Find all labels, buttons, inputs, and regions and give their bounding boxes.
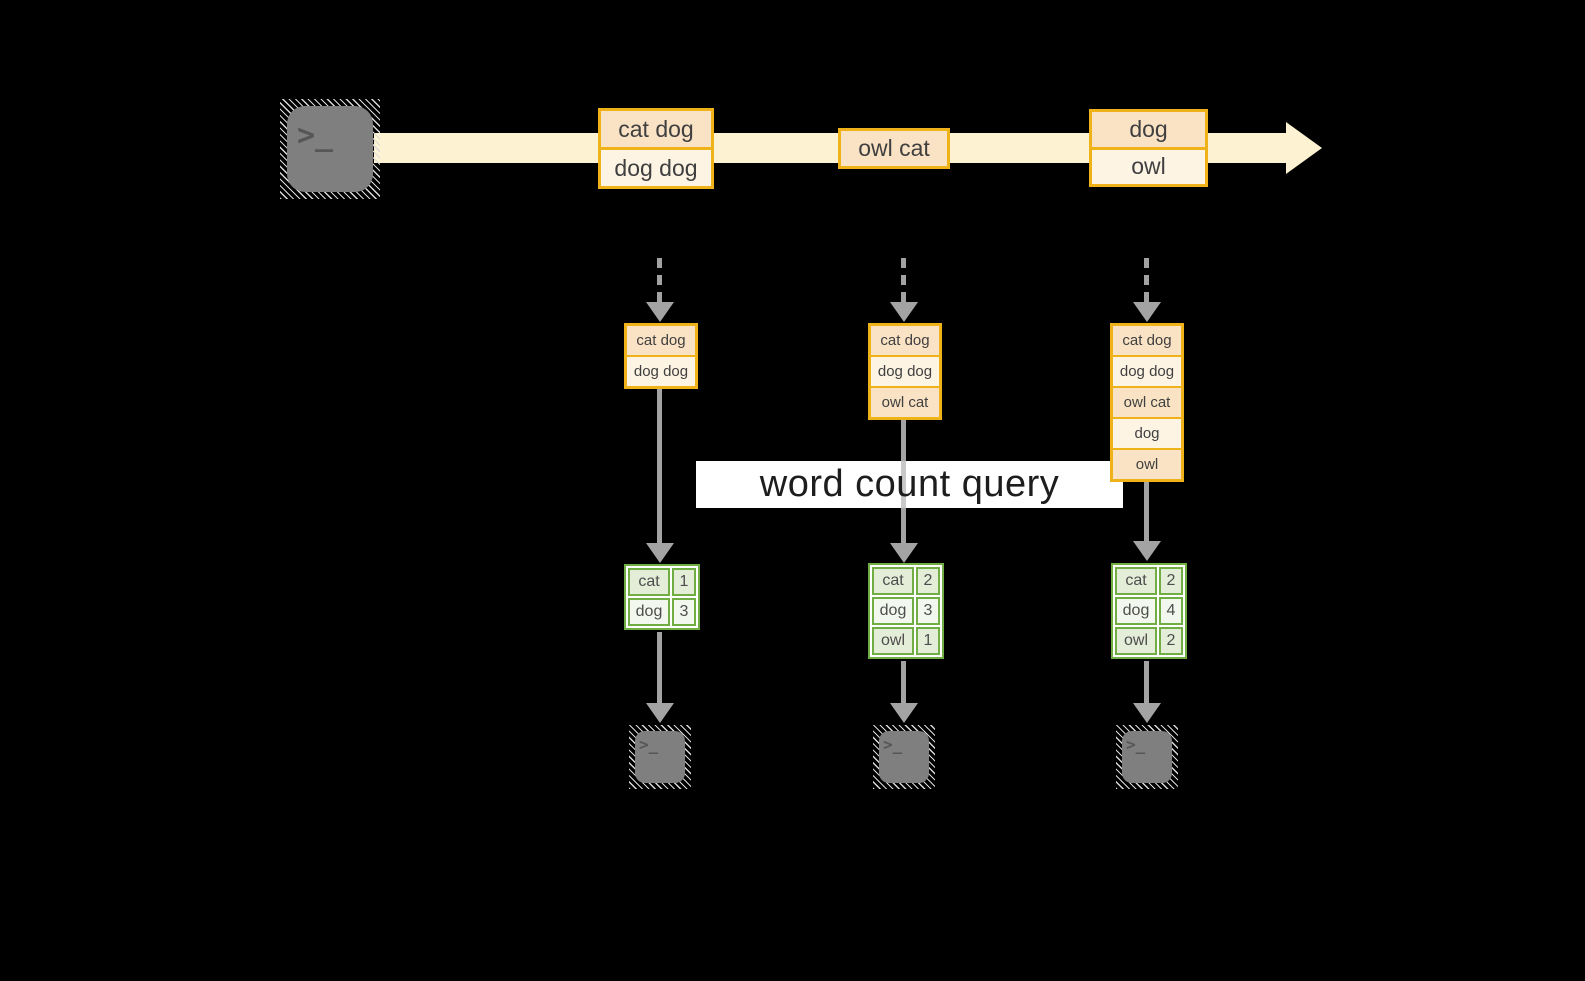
word-count-table-1: cat 1 dog 3: [624, 564, 700, 630]
sink-terminal-icon-3: >_: [1116, 725, 1178, 789]
event-line: cat dog: [601, 111, 711, 147]
sink-terminal-icon-1: >_: [629, 725, 691, 789]
batch-line: owl cat: [1113, 386, 1181, 417]
source-terminal-icon: >_: [280, 99, 380, 199]
arrow-head-icon: [646, 703, 674, 723]
arrow-line: [1144, 661, 1149, 703]
query-label: word count query: [759, 463, 1060, 505]
arrow-line: [901, 420, 906, 543]
batch-line: cat dog: [871, 326, 939, 355]
table-row: dog 3: [872, 597, 940, 625]
count-cell: 3: [672, 598, 696, 626]
event-line: dog: [1092, 112, 1205, 147]
batch-stack-2: cat dog dog dog owl cat: [868, 323, 942, 420]
terminal-screen: [879, 731, 929, 783]
count-cell: 1: [672, 568, 696, 596]
batch-line: dog dog: [1113, 355, 1181, 386]
event-line: owl cat: [841, 131, 947, 166]
table-row: cat 2: [872, 567, 940, 595]
arrow-head-icon: [890, 543, 918, 563]
word-cell: cat: [1115, 567, 1157, 595]
table-row: owl 1: [872, 627, 940, 655]
stream-event-box-1: cat dog dog dog: [598, 108, 714, 189]
terminal-screen: [1122, 731, 1172, 783]
dashed-arrow-line: [1144, 258, 1149, 302]
arrow-line: [657, 632, 662, 703]
prompt-icon: >_: [297, 118, 334, 153]
table-row: cat 1: [628, 568, 696, 596]
count-cell: 1: [916, 627, 940, 655]
table-row: dog 3: [628, 598, 696, 626]
prompt-icon: >_: [639, 735, 659, 754]
batch-line: dog dog: [871, 355, 939, 386]
arrow-head-icon: [1133, 541, 1161, 561]
stream-event-box-3: dog owl: [1089, 109, 1208, 187]
table-row: dog 4: [1115, 597, 1183, 625]
arrow-head-icon: [646, 543, 674, 563]
dashed-arrow-line: [901, 258, 906, 302]
count-cell: 4: [1159, 597, 1183, 625]
batch-line: cat dog: [627, 326, 695, 355]
word-cell: cat: [628, 568, 670, 596]
stream-event-box-2: owl cat: [838, 128, 950, 169]
count-cell: 2: [916, 567, 940, 595]
batch-line: dog dog: [627, 355, 695, 386]
batch-line: dog: [1113, 417, 1181, 448]
prompt-icon: >_: [883, 735, 903, 754]
sink-terminal-icon-2: >_: [873, 725, 935, 789]
arrow-line: [657, 389, 662, 543]
dashed-arrow-head-icon: [1133, 302, 1161, 322]
dashed-arrow-line: [657, 258, 662, 302]
word-cell: cat: [872, 567, 914, 595]
word-count-table-2: cat 2 dog 3 owl 1: [868, 563, 944, 659]
table-row: owl 2: [1115, 627, 1183, 655]
batch-stack-3: cat dog dog dog owl cat dog owl: [1110, 323, 1184, 482]
query-band: [696, 461, 1123, 508]
count-cell: 2: [1159, 567, 1183, 595]
arrow-line: [1144, 482, 1149, 541]
word-cell: dog: [1115, 597, 1157, 625]
table-row: cat 2: [1115, 567, 1183, 595]
word-cell: dog: [628, 598, 670, 626]
batch-line: owl cat: [871, 386, 939, 417]
dashed-arrow-head-icon: [890, 302, 918, 322]
batch-line: cat dog: [1113, 326, 1181, 355]
stream-arrow-head-icon: [1286, 122, 1322, 174]
dashed-arrow-head-icon: [646, 302, 674, 322]
batch-stack-1: cat dog dog dog: [624, 323, 698, 389]
count-cell: 3: [916, 597, 940, 625]
arrow-line: [901, 661, 906, 703]
prompt-icon: >_: [1126, 735, 1146, 754]
event-line: owl: [1092, 146, 1205, 184]
word-cell: dog: [872, 597, 914, 625]
arrow-head-icon: [890, 703, 918, 723]
word-cell: owl: [872, 627, 914, 655]
event-line: dog dog: [601, 147, 711, 186]
terminal-screen: [635, 731, 685, 783]
word-cell: owl: [1115, 627, 1157, 655]
terminal-screen: [287, 106, 373, 192]
word-count-table-3: cat 2 dog 4 owl 2: [1111, 563, 1187, 659]
batch-line: owl: [1113, 448, 1181, 479]
arrow-head-icon: [1133, 703, 1161, 723]
count-cell: 2: [1159, 627, 1183, 655]
